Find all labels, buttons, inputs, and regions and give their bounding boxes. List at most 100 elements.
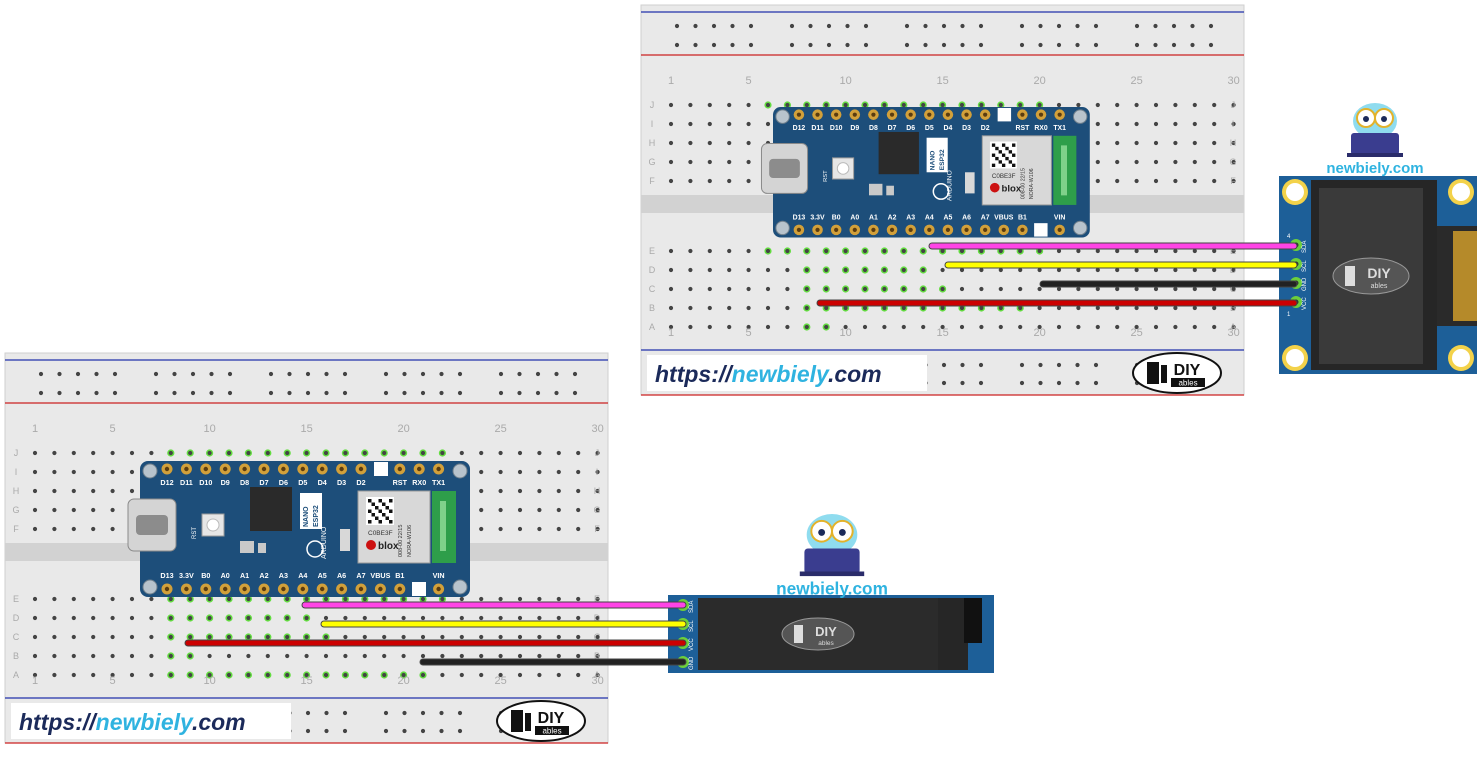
hole (979, 248, 984, 254)
row-letter: H (1230, 138, 1237, 148)
rail-hole (1171, 42, 1177, 48)
owl-pupil (1363, 116, 1369, 122)
pin-marker (374, 462, 388, 476)
pin-hole (889, 112, 895, 117)
hole (556, 653, 561, 659)
hole (707, 140, 712, 146)
hole (1192, 102, 1197, 108)
pin-hole (964, 112, 969, 117)
rail-hole (439, 728, 444, 734)
owl-laptop (804, 548, 860, 574)
pin-hole (300, 466, 305, 472)
pin-hole (1020, 227, 1025, 232)
module-lot: 008-00 22/15 (398, 525, 404, 557)
oled-pin-label: SCL (1302, 260, 1308, 272)
pin-hole (164, 586, 170, 592)
hole (940, 248, 945, 254)
oled-pin-label: VCC (689, 638, 695, 651)
column-number: 15 (300, 423, 312, 435)
hole (1231, 267, 1236, 273)
hole (498, 615, 503, 621)
rail-hole (941, 380, 947, 386)
pin-hole (1057, 112, 1062, 117)
rail-hole (190, 371, 196, 377)
row-letter: I (15, 467, 18, 477)
pin-hole (908, 112, 913, 117)
pin-label: RX0 (412, 478, 426, 487)
hole (71, 596, 76, 602)
rail-hole (1171, 23, 1177, 29)
oled-flex-trace (1453, 231, 1477, 321)
hole (556, 672, 561, 678)
hole (824, 248, 829, 254)
hole (517, 469, 523, 475)
hole (479, 526, 484, 532)
hole (862, 248, 868, 254)
owl-pupil (1381, 116, 1387, 122)
hole (110, 488, 115, 494)
qr-cell (378, 520, 382, 524)
hole (110, 615, 115, 621)
hole (901, 305, 906, 311)
row-letter: D (649, 265, 656, 275)
hole (285, 634, 290, 640)
pin-hole (281, 586, 286, 592)
hole (824, 267, 829, 273)
hole (824, 305, 829, 311)
hole (595, 507, 600, 513)
hole (362, 615, 367, 621)
hole (188, 615, 193, 621)
hole (940, 267, 945, 273)
nano-label: NANO (303, 506, 310, 527)
rail-hole (457, 371, 463, 377)
pin-hole (1020, 112, 1025, 117)
hole (440, 653, 445, 659)
hole (440, 450, 445, 456)
row-letter: J (1231, 100, 1236, 110)
rail-hole (1153, 42, 1158, 48)
hole (343, 450, 348, 456)
rail-hole (75, 371, 81, 377)
hole (168, 615, 173, 621)
antenna-trace (1061, 145, 1067, 196)
qr-cell (1012, 153, 1016, 157)
pin-hole (871, 227, 876, 232)
qr-cell (1005, 146, 1009, 151)
hole (1095, 267, 1100, 273)
hole (556, 634, 561, 640)
hole (459, 615, 464, 621)
rail-hole (1153, 23, 1158, 29)
hole (537, 596, 542, 602)
pin-label: RST (1016, 125, 1031, 132)
rail-hole (572, 371, 578, 377)
row-letter: F (1230, 176, 1236, 186)
hole (668, 324, 674, 330)
hole (727, 267, 732, 273)
esp32-label: ESP32 (939, 149, 946, 170)
row-letter: A (1230, 322, 1236, 332)
rail-hole (1075, 23, 1080, 29)
rail-hole (342, 710, 348, 716)
hole (707, 248, 712, 254)
hole (149, 653, 154, 659)
hole (1231, 286, 1236, 292)
hole (323, 634, 329, 640)
hole (1056, 286, 1062, 292)
hole (746, 248, 751, 254)
column-number: 25 (494, 423, 506, 435)
oled-logo-top: DIY (815, 624, 837, 639)
hole (843, 324, 848, 330)
hole (1173, 248, 1178, 254)
mount-hole (1286, 349, 1304, 367)
hole (576, 672, 581, 678)
hole (1056, 248, 1062, 254)
hole (479, 488, 484, 494)
watermark-url: https://newbiely.com (655, 361, 882, 387)
pin-label: VBUS (370, 571, 390, 580)
hole (746, 121, 751, 127)
hole (785, 248, 790, 254)
hole (323, 596, 329, 602)
row-letter: E (13, 594, 19, 604)
pin-hole (397, 466, 402, 472)
pin-label: D6 (906, 125, 915, 132)
